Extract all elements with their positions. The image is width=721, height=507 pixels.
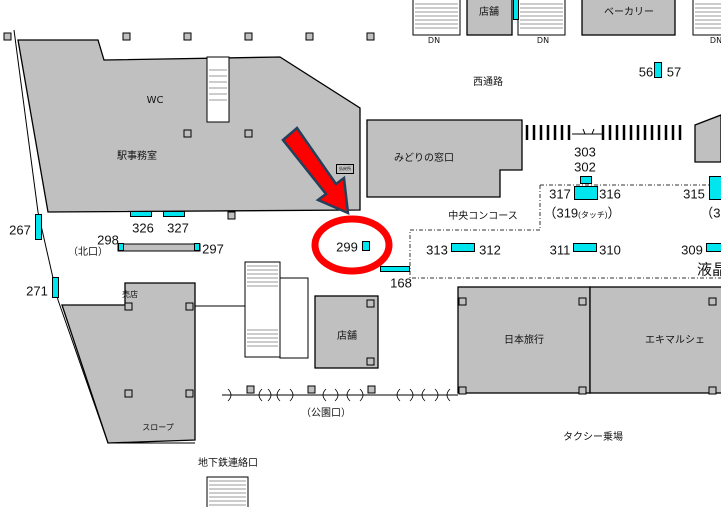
small-office-label: 払戻所 xyxy=(336,164,354,174)
unit-57-label: 57 xyxy=(666,64,682,80)
unit-326-label: 326 xyxy=(132,220,154,236)
west-passage-label: 西通路 xyxy=(473,77,503,88)
shop-lower-block xyxy=(314,295,379,369)
screen-unit-315[interactable] xyxy=(709,176,721,200)
station-office-label: 駅事務室 xyxy=(117,151,157,162)
north-exit-label: （北口） xyxy=(68,247,108,258)
highlight-circle xyxy=(311,215,393,275)
lcd-label: 液晶 xyxy=(696,260,721,279)
screen-unit-312-313[interactable] xyxy=(451,243,475,252)
screen-unit-327[interactable] xyxy=(163,211,185,217)
screen-unit-297[interactable] xyxy=(194,243,200,251)
station-office-block xyxy=(17,39,361,213)
unit-316-label: 316 xyxy=(599,186,621,202)
screen-unit-168[interactable] xyxy=(380,266,410,272)
subway-label: 地下鉄連絡口 xyxy=(198,458,258,469)
screen-unit-271[interactable] xyxy=(52,277,59,298)
unit-309-label: 309 xyxy=(681,242,703,258)
park-exit-label: （公園口） xyxy=(301,408,351,419)
screen-unit-267[interactable] xyxy=(35,214,42,240)
bakery-label: ベーカリー xyxy=(604,7,654,18)
ticket-office-label: みどりの窓口 xyxy=(394,153,454,164)
unit-298-label: 298 xyxy=(97,232,119,248)
central-concourse-label: 中央コンコース xyxy=(448,211,518,222)
unit-317-label: 317 xyxy=(549,186,571,202)
screen-unit-298[interactable] xyxy=(118,243,124,251)
unit-312-label: 312 xyxy=(479,242,501,258)
eki-marche-block xyxy=(589,286,721,394)
unit-271-label: 271 xyxy=(26,283,48,299)
unit-168-label: 168 xyxy=(390,275,412,291)
unit-313-label: 313 xyxy=(426,242,448,258)
nippon-travel-label: 日本旅行 xyxy=(504,335,544,346)
unit-310-label: 310 xyxy=(599,242,621,258)
shop-top-label: 店舗 xyxy=(479,7,499,18)
screen-unit-309[interactable] xyxy=(706,243,721,252)
screen-unit-top[interactable] xyxy=(513,0,519,20)
unit-56-label: 56 xyxy=(638,64,654,80)
unit-315-label: 315 xyxy=(683,186,705,202)
unit-303-label: 303 xyxy=(574,144,596,160)
kiosk-label: 売店 xyxy=(122,290,138,299)
bakery-block xyxy=(581,0,676,36)
wc-label: WC xyxy=(146,95,164,106)
taxi-label: タクシー乗場 xyxy=(563,432,623,443)
red-arrow-icon xyxy=(281,126,350,216)
unit-297-label: 297 xyxy=(202,241,224,257)
unit-299-label: 299 xyxy=(336,239,358,255)
nippon-travel-block xyxy=(457,286,591,394)
eki-marche-label: エキマルシェ xyxy=(645,335,705,346)
unit-31x-label: （31 xyxy=(700,205,721,221)
unit-267-label: 267 xyxy=(9,222,31,238)
screen-unit-302-303[interactable] xyxy=(580,176,592,184)
unit-327-label: 327 xyxy=(167,220,189,236)
screen-unit-326[interactable] xyxy=(130,211,152,217)
dn-label-3: DN xyxy=(709,36,721,45)
screen-unit-56-57[interactable] xyxy=(654,62,662,78)
unit-302-label: 302 xyxy=(574,159,596,175)
shop-lower-label: 店舗 xyxy=(337,331,357,342)
dn-label-2: DN xyxy=(536,36,550,45)
shop-top-block xyxy=(466,0,513,36)
ticket-office-block xyxy=(366,119,523,198)
screen-unit-310-311[interactable] xyxy=(573,243,597,252)
dn-label-1: DN xyxy=(427,36,441,45)
screen-unit-299[interactable] xyxy=(362,241,370,251)
screen-unit-316-317[interactable] xyxy=(574,186,598,200)
slope-label: スロープ xyxy=(142,423,174,432)
unit-319-label: （319(タッチ)） xyxy=(543,205,621,221)
unit-311-label: 311 xyxy=(549,242,571,258)
